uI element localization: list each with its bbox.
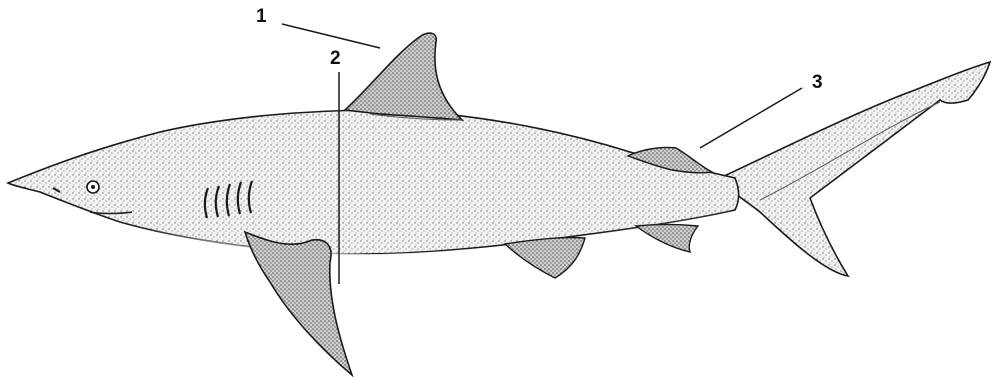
caudal-fin [720, 62, 990, 276]
label-1: 1 [256, 6, 267, 27]
label-3: 3 [812, 72, 823, 93]
label-2: 2 [330, 48, 341, 69]
anal-fin [636, 225, 698, 253]
first-dorsal-fin [345, 33, 462, 120]
shark-body [8, 110, 739, 254]
callout-line-3 [700, 88, 802, 148]
callout-line-1 [282, 24, 380, 48]
pelvic-fin [505, 237, 585, 278]
